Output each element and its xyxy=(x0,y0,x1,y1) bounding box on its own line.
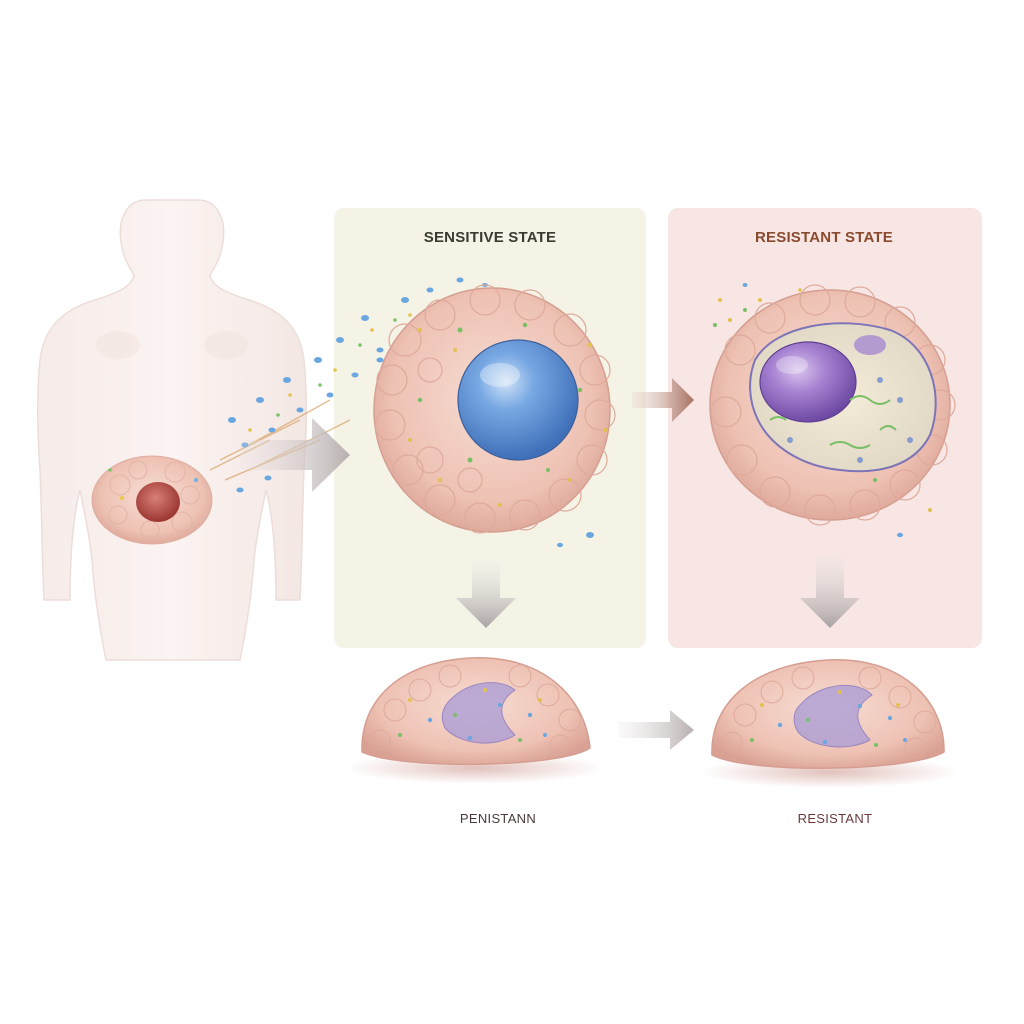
arrow-resistant-down xyxy=(800,556,860,628)
resistant-state-title: RESISTANT STATE xyxy=(755,229,893,246)
caption-left: PENISTANN xyxy=(459,811,537,826)
sensitive-cell xyxy=(373,284,616,548)
caption-right: RESISTANT xyxy=(797,811,873,826)
arrow-body-to-sensitive xyxy=(240,418,350,492)
arrow-sensitive-down xyxy=(456,562,516,628)
arrow-sensitive-to-resistant xyxy=(632,378,694,422)
resistant-nucleus xyxy=(759,341,857,423)
human-body-silhouette xyxy=(36,199,308,661)
arrow-bottom xyxy=(618,710,694,750)
tumor-core xyxy=(136,482,180,522)
body-tumor xyxy=(91,455,213,545)
sensitive-state-title: SENSITIVE STATE xyxy=(423,229,557,246)
sensitive-nucleus xyxy=(457,339,579,461)
tumor-mass-left xyxy=(345,657,605,784)
tumor-mass-right xyxy=(700,659,960,788)
resistant-cell xyxy=(709,283,956,538)
